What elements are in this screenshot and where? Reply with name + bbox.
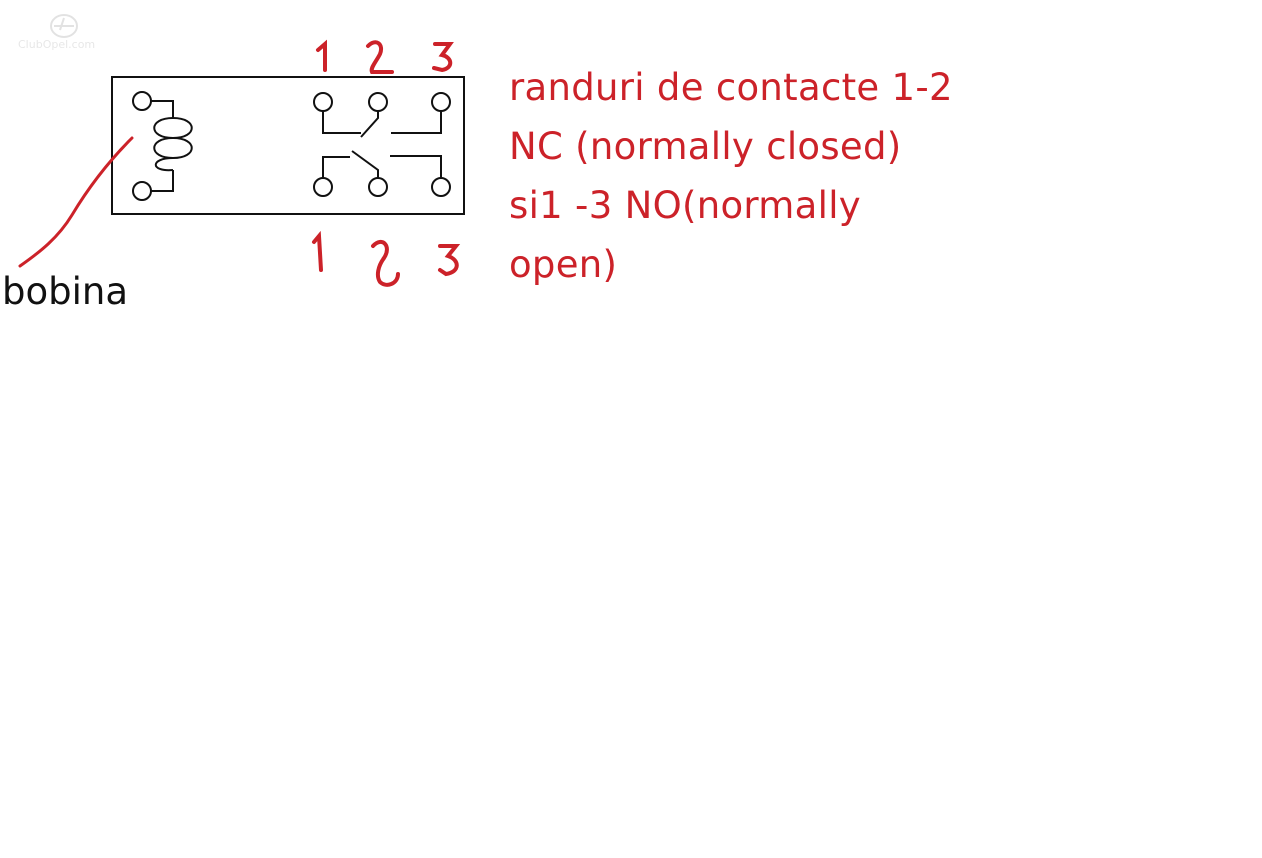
- bottom-terminal-3: [431, 177, 451, 197]
- bottom-terminal-1: [313, 177, 333, 197]
- bottom-number-3: [438, 244, 461, 277]
- contact-symbols: [313, 92, 451, 197]
- coil-label: bobina: [2, 270, 129, 313]
- top-terminal-1: [313, 92, 333, 112]
- watermark-logo: ClubOpel.com: [18, 14, 95, 51]
- note-line-1: randuri de contacte 1-2: [509, 66, 953, 109]
- bottom-number-2: [371, 239, 400, 287]
- coil-winding: [153, 117, 193, 172]
- note-line-4: open): [509, 243, 618, 286]
- top-number-1: [316, 39, 327, 72]
- top-terminal-2: [368, 92, 388, 112]
- top-terminal-3: [431, 92, 451, 112]
- top-number-labels: [316, 39, 454, 74]
- relay-body-outline: [111, 76, 465, 215]
- bottom-number-1: [312, 230, 323, 272]
- watermark-text: ClubOpel.com: [18, 38, 95, 51]
- top-number-2: [366, 40, 394, 74]
- note-line-2: NC (normally closed): [509, 125, 902, 168]
- coil-terminal-top: [132, 91, 152, 111]
- coil-pointer-line: [18, 136, 134, 268]
- coil-terminal-bottom: [132, 181, 152, 201]
- coil-symbol: [132, 91, 193, 201]
- note-line-3: si1 -3 NO(normally: [509, 184, 861, 227]
- bottom-terminal-2: [368, 177, 388, 197]
- bottom-number-labels: [312, 230, 461, 287]
- top-number-3: [432, 42, 454, 73]
